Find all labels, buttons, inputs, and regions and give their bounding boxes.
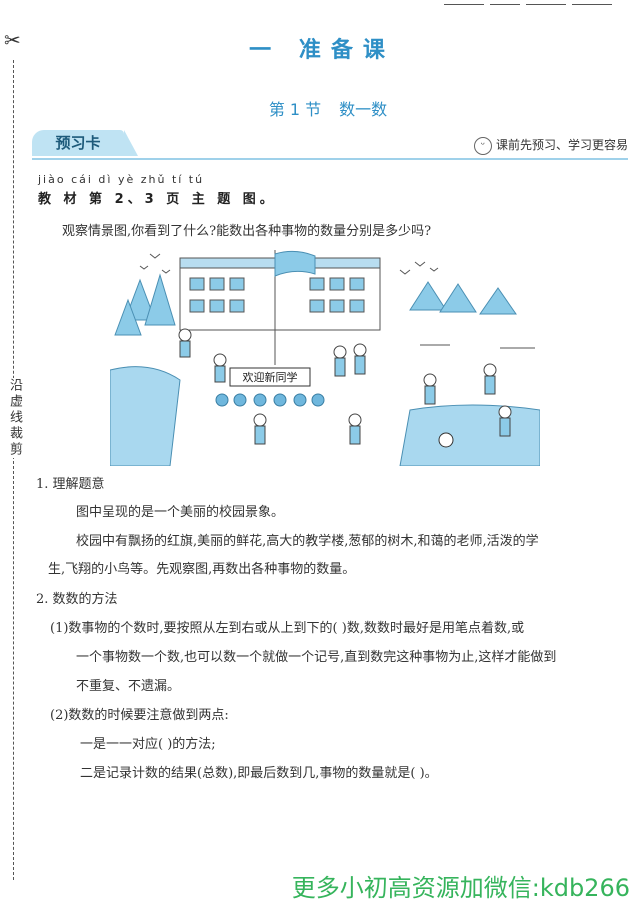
paragraph-line: 一是一一对应( )的方法; [80,737,216,752]
footer-contact: 更多小初高资源加微信:kdb266 [291,874,630,902]
section-name: 数一数 [339,100,388,119]
paragraph-line: 不重复、不遗漏。 [76,679,181,694]
playground-left [110,366,181,466]
section-heading: 2. 数数的方法 [36,592,118,607]
school-scene-illustration: 欢迎新同学 [110,250,540,466]
playground-right [399,404,540,466]
ball-icon [438,432,454,448]
paragraph-line: 生,飞翔的小鸟等。先观察图,再数出各种事物的数量。 [48,562,356,577]
dashed-cut-line [13,60,14,880]
footer-text: 更多小初高资源加微信:kdb266 [0,868,644,903]
birds-icon [139,253,439,275]
paragraph-line: 校园中有飘扬的红旗,美丽的鲜花,高大的教学楼,葱郁的树木,和蔼的老师,活泼的学 [76,534,539,549]
top-rule-lines [444,0,624,6]
question-text: 观察情景图,你看到了什么?能数出各种事物的数量分别是多少吗? [62,224,432,239]
textbook-reference: 教 材 第 2、3 页 主 题 图。 [38,192,277,207]
flag-icon [274,250,316,365]
trees-right [409,281,517,315]
paragraph-line: (2)数数的时候要注意做到两点: [50,708,229,723]
preview-card-tab: 预习卡 [32,130,124,156]
children [178,328,512,445]
section-heading: 1. 理解题意 [36,477,105,492]
smile-icon: ᵕ [473,136,492,155]
chapter-title: 一 准备课 [249,38,395,63]
paragraph-line: 图中呈现的是一个美丽的校园景象。 [76,505,285,520]
preview-tip-text: 课前先预习、学习更容易 [495,138,628,152]
paragraph-line: 二是记录计数的结果(总数),即最后数到几,事物的数量就是( )。 [80,766,438,781]
welcome-banner [229,367,311,387]
cut-label: 沿虚线裁剪 [4,378,24,458]
welcome-banner-text: 欢迎新同学 [243,370,298,384]
section-number: 第 1 节 [268,100,322,119]
benches [420,344,535,349]
paragraph-line: (1)数事物的个数时,要按照从左到右或从上到下的( )数,数数时最好是用笔点着数… [50,621,525,636]
section-title: 第 1 节数一数 [0,96,644,120]
scissors-icon: ✂ [4,28,21,52]
paragraph-line: 一个事物数一个数,也可以数一个就做一个记号,直到数完这种事物为止,这样才能做到 [76,650,557,665]
flowers [215,393,325,407]
pinyin-line: jiào cái dì yè zhǔ tí tú [38,173,205,186]
trees-left [114,273,176,336]
